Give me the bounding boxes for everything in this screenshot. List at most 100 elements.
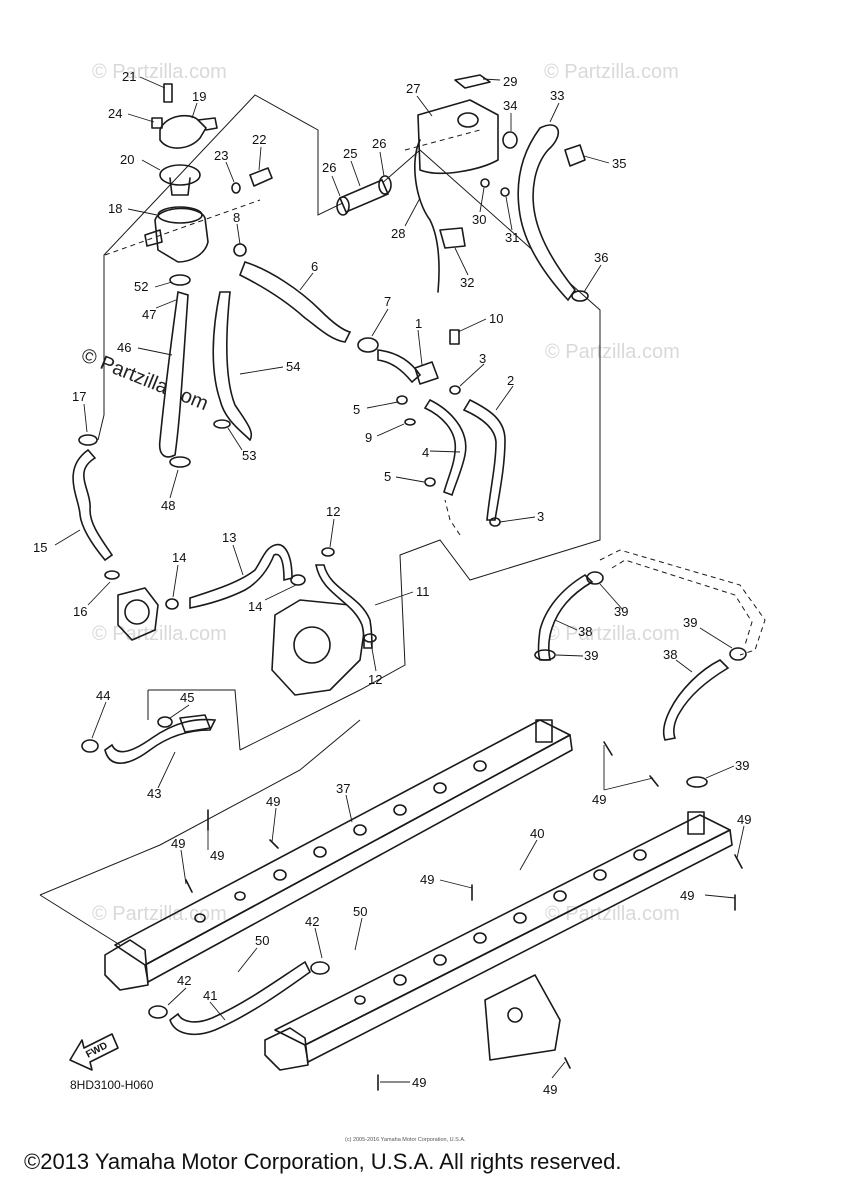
clip-24 — [151, 117, 163, 129]
callout-36: 36 — [594, 250, 608, 265]
callout-13: 13 — [222, 530, 236, 545]
watermark: © Partzilla.com — [92, 623, 227, 645]
clamp-17 — [78, 434, 98, 446]
callout-14a: 14 — [172, 550, 186, 565]
callout-49b: 49 — [210, 848, 224, 863]
watermark: © Partzilla.com — [544, 61, 679, 83]
callout-46: 46 — [117, 340, 131, 355]
clamp-52 — [169, 274, 191, 286]
rail-40-fitting — [687, 811, 705, 835]
callout-18: 18 — [108, 201, 122, 216]
bolt-30 — [480, 178, 490, 188]
callout-40: 40 — [530, 826, 544, 841]
fwd-arrow-icon — [69, 1033, 119, 1071]
callout-32: 32 — [460, 275, 474, 290]
temp-sensor-22 — [249, 167, 273, 187]
gasket-23 — [231, 182, 241, 194]
callout-26b: 26 — [372, 136, 386, 151]
watermark: © Partzilla.com — [92, 61, 227, 83]
dashed-hose-lower — [611, 559, 753, 646]
hose-1 — [377, 349, 422, 384]
hose-6 — [238, 261, 352, 343]
hose-4 — [423, 398, 467, 497]
dashed-hose-upper — [599, 549, 766, 656]
clamp-26b — [378, 175, 392, 195]
housing-flange-18 — [157, 206, 203, 224]
clamp-42b — [148, 1005, 168, 1019]
thermostat-20 — [159, 164, 201, 186]
clamp-3a — [449, 385, 461, 395]
callout-2: 2 — [507, 373, 514, 388]
bolt-10 — [449, 329, 460, 345]
callout-14b: 14 — [248, 599, 262, 614]
reservoir-tank-27 — [417, 99, 499, 175]
callout-33: 33 — [550, 88, 564, 103]
right-hoses — [534, 549, 766, 788]
thermostat-housing-18 — [154, 207, 209, 263]
clamp-39d — [686, 776, 708, 788]
clamp-53 — [213, 419, 231, 429]
housing-outlet-18 — [144, 229, 163, 247]
callout-50a: 50 — [353, 904, 367, 919]
fitting-45 — [179, 714, 211, 733]
hose-2 — [462, 398, 506, 521]
callout-37: 37 — [336, 781, 350, 796]
callout-12a: 12 — [326, 504, 340, 519]
clamp-26a — [336, 196, 350, 216]
hose-25 — [338, 178, 390, 214]
callout-39b: 39 — [584, 648, 598, 663]
callout-38a: 38 — [578, 624, 592, 639]
watermark: © Partzilla.com — [92, 903, 227, 925]
copyright-notice: ©2013 Yamaha Motor Corporation, U.S.A. A… — [24, 1149, 621, 1174]
callout-19: 19 — [192, 89, 206, 104]
callout-28: 28 — [391, 226, 405, 241]
hose-47-side — [212, 291, 253, 442]
rail-40-end — [264, 1027, 309, 1071]
callout-38b: 38 — [663, 647, 677, 662]
callout-12b: 12 — [368, 672, 382, 687]
callout-42b: 42 — [177, 973, 191, 988]
bracket-32 — [439, 227, 466, 249]
callout-24: 24 — [108, 106, 122, 121]
small-copyright: (c) 2005-2016 Yamaha Motor Corporation, … — [345, 1137, 466, 1143]
rail-40-top — [274, 814, 731, 1046]
coolant-reservoir-assembly — [336, 74, 518, 293]
bolt-21 — [163, 83, 173, 103]
callout-5b: 5 — [384, 469, 391, 484]
callout-52: 52 — [134, 279, 148, 294]
callout-22: 22 — [252, 132, 266, 147]
callout-15: 15 — [33, 540, 47, 555]
clamp-14a — [165, 598, 179, 610]
callout-43: 43 — [147, 786, 161, 801]
hose-38b — [662, 659, 730, 741]
clamp-45a — [157, 716, 173, 728]
callout-7: 7 — [384, 294, 391, 309]
callout-47: 47 — [142, 307, 156, 322]
clamp-42a — [310, 961, 330, 975]
watermark-prominent: © Partzilla.com — [78, 344, 211, 415]
clamp-35 — [564, 144, 586, 167]
callout-9: 9 — [365, 430, 372, 445]
water-pump-assembly — [117, 543, 377, 696]
clamp-5b — [424, 477, 436, 487]
heat-exchanger-40 — [264, 811, 733, 1071]
hose-46 — [158, 290, 189, 458]
hose-43 — [104, 718, 217, 764]
callout-30: 30 — [472, 212, 486, 227]
callout-25: 25 — [343, 146, 357, 161]
callout-45: 45 — [180, 690, 194, 705]
diagram-code: 8HD3100-H060 — [70, 1078, 154, 1092]
rail-40-holes — [354, 849, 647, 1005]
callout-16: 16 — [73, 604, 87, 619]
forward-arrow: FWD — [69, 1033, 119, 1071]
pump-impeller-housing — [293, 626, 331, 664]
thermostat-cover-19 — [159, 114, 207, 149]
callout-49i: 49 — [543, 1082, 557, 1097]
pump-cover — [117, 587, 159, 641]
callout-34: 34 — [503, 98, 517, 113]
clamp-8 — [233, 243, 247, 257]
clamp-14b — [290, 574, 306, 586]
callout-44: 44 — [96, 688, 110, 703]
callout-29: 29 — [503, 74, 517, 89]
callout-23: 23 — [214, 148, 228, 163]
